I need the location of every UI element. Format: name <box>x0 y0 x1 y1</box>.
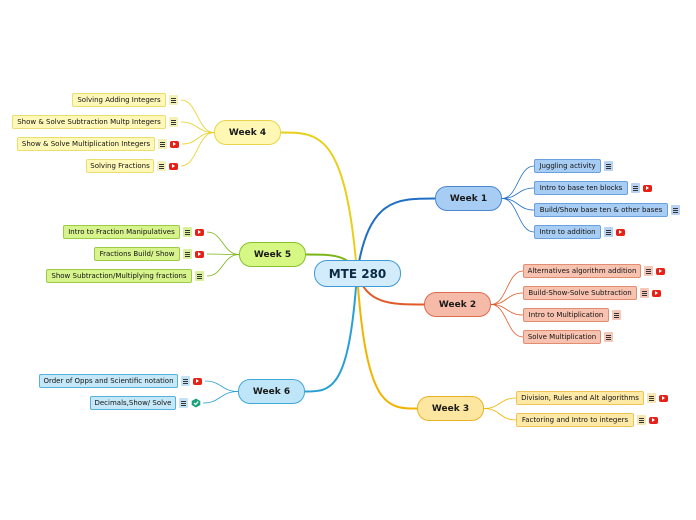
note-icon[interactable] <box>644 266 653 276</box>
note-icon[interactable] <box>183 227 192 237</box>
topic-connector <box>206 253 240 255</box>
youtube-icon[interactable] <box>616 228 625 236</box>
note-icon[interactable] <box>183 249 192 259</box>
topic-connector <box>180 99 215 133</box>
topic-node[interactable]: Build/Show base ten & other bases <box>534 203 668 217</box>
youtube-icon[interactable] <box>643 184 652 192</box>
topic-connector <box>181 132 215 145</box>
topic-connector <box>490 304 524 338</box>
youtube-icon[interactable] <box>649 416 658 424</box>
youtube-icon[interactable] <box>195 228 204 236</box>
note-icon[interactable] <box>604 227 613 237</box>
topic-connector <box>483 397 517 409</box>
note-icon[interactable] <box>604 332 613 342</box>
topic-node[interactable]: Intro to Multiplication <box>523 308 609 322</box>
youtube-icon[interactable] <box>652 289 661 297</box>
topic-node[interactable]: Show & Solve Subtraction Multp Integers <box>12 115 166 129</box>
topic-node[interactable]: Juggling activity <box>534 159 601 173</box>
topic-node[interactable]: Intro to Fraction Manipulatives <box>63 225 180 239</box>
topic-node[interactable]: Division, Rules and Alt algorithms <box>516 391 644 405</box>
note-icon[interactable] <box>195 271 204 281</box>
note-icon[interactable] <box>157 161 166 171</box>
topic-node[interactable]: Solving Adding Integers <box>72 93 166 107</box>
topic-node[interactable]: Solving Fractions <box>86 159 154 173</box>
youtube-icon[interactable] <box>169 162 178 170</box>
topic-node[interactable]: Fractions Build/ Show <box>94 247 180 261</box>
topic-node[interactable]: Order of Opps and Scientific notation <box>39 374 178 388</box>
topic-connector <box>501 165 535 199</box>
topic-connector <box>206 231 240 255</box>
youtube-icon[interactable] <box>659 394 668 402</box>
note-icon[interactable] <box>647 393 656 403</box>
note-icon[interactable] <box>179 398 188 408</box>
topic-connector <box>501 198 535 211</box>
topic-node[interactable]: Build-Show-Solve Subtraction <box>523 286 637 300</box>
branch-connector <box>356 272 418 410</box>
topic-connector <box>483 408 517 421</box>
youtube-icon[interactable] <box>170 140 179 148</box>
topic-connector <box>490 270 524 305</box>
note-icon[interactable] <box>169 95 178 105</box>
topic-node[interactable]: Solve Multiplication <box>523 330 601 344</box>
note-icon[interactable] <box>181 376 190 386</box>
note-icon[interactable] <box>158 139 167 149</box>
week-node[interactable]: Week 4 <box>214 120 281 145</box>
topic-connector <box>180 132 215 167</box>
week-node[interactable]: Week 1 <box>435 186 502 211</box>
branch-connector <box>356 197 436 274</box>
topic-node[interactable]: Show Subtraction/Multiplying fractions <box>46 269 192 283</box>
topic-node[interactable]: Intro to base ten blocks <box>534 181 628 195</box>
week-node[interactable]: Week 3 <box>417 396 484 421</box>
week-node[interactable]: Week 5 <box>239 242 306 267</box>
topic-connector <box>202 391 239 404</box>
week-node[interactable]: Week 6 <box>238 379 305 404</box>
topic-connector <box>204 380 239 392</box>
topic-node[interactable]: Factoring and Intro to integers <box>516 413 634 427</box>
note-icon[interactable] <box>640 288 649 298</box>
topic-connector <box>206 254 240 277</box>
youtube-icon[interactable] <box>195 250 204 258</box>
topic-connector <box>501 198 535 233</box>
topic-node[interactable]: Intro to addition <box>534 225 601 239</box>
note-icon[interactable] <box>604 161 613 171</box>
topic-node[interactable]: Decimals,Show/ Solve <box>90 396 176 410</box>
central-topic[interactable]: MTE 280 <box>314 260 401 287</box>
note-icon[interactable] <box>169 117 178 127</box>
topic-node[interactable]: Show & Solve Multiplication Integers <box>17 137 155 151</box>
topic-connector <box>180 121 215 133</box>
youtube-icon[interactable] <box>193 377 202 385</box>
youtube-icon[interactable] <box>656 267 665 275</box>
topic-connector <box>501 187 535 199</box>
hexagon-link-icon[interactable] <box>191 398 201 408</box>
note-icon[interactable] <box>671 205 680 215</box>
topic-node[interactable]: Alternatives algorithm addition <box>523 264 641 278</box>
branch-connector <box>304 272 358 393</box>
note-icon[interactable] <box>631 183 640 193</box>
topic-connector <box>490 292 524 305</box>
branch-connector <box>280 131 358 274</box>
note-icon[interactable] <box>612 310 621 320</box>
week-node[interactable]: Week 2 <box>424 292 491 317</box>
note-icon[interactable] <box>637 415 646 425</box>
